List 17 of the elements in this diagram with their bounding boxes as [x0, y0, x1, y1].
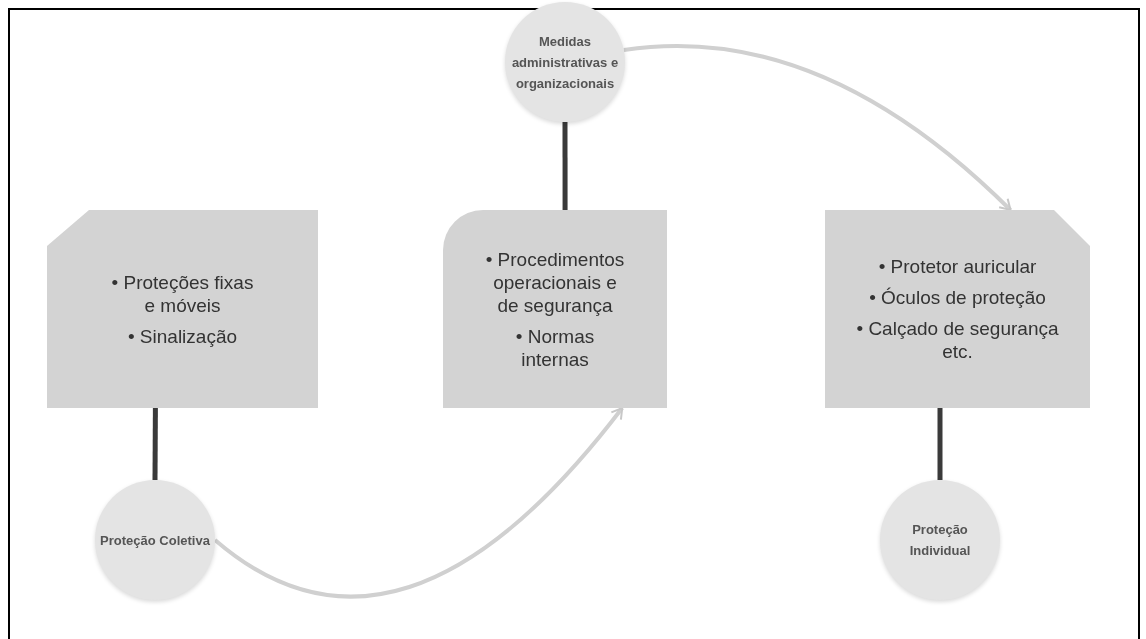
measures-box [47, 210, 318, 408]
connector-line [562, 122, 568, 210]
bullet-item: • Óculos de proteção [869, 286, 1046, 309]
bullet-item: • Calçado de segurança etc. [855, 317, 1060, 363]
category-label: Proteção Coletiva [100, 531, 210, 550]
bullet-item: • Normas internas [514, 324, 596, 371]
bullet-item: • Sinalização [127, 324, 238, 348]
category-label: Medidas administrativas e organizacionais [510, 32, 620, 93]
curved-arrow [623, 44, 1012, 212]
measures-box [443, 210, 667, 408]
connector-line [152, 408, 158, 480]
bullet-item: • Proteções fixas e móveis [110, 270, 255, 317]
measures-box [825, 210, 1090, 408]
bullet-item: • Procedimentos operacionais e de segurança [484, 247, 626, 317]
bullet-item: • Protetor auricular [878, 255, 1037, 278]
category-label: Proteção Individual [908, 521, 972, 560]
connector-line [937, 408, 943, 480]
